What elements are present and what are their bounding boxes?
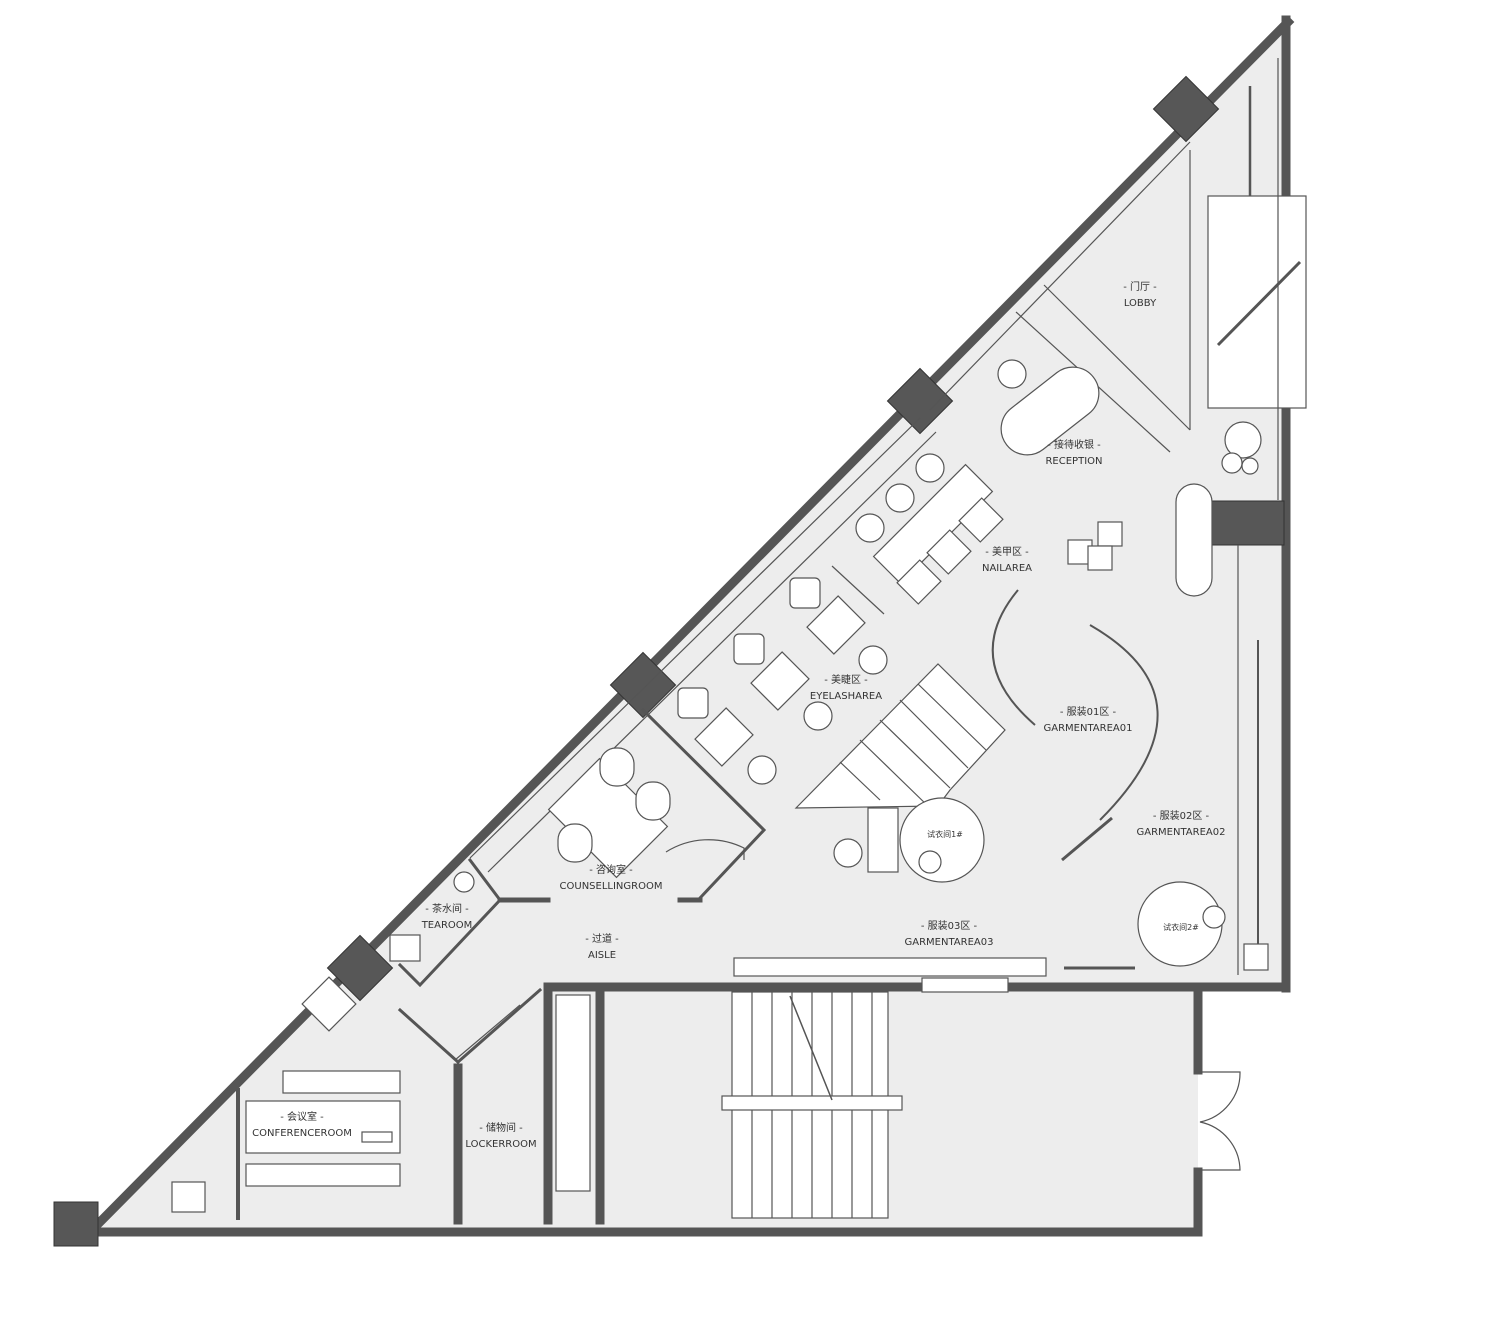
label-locker-cn: - 储物间 - [479,1121,523,1134]
stool [997,359,1027,389]
label-garment02-en: GARMENTAREA02 [1137,827,1226,838]
storage-rack [555,994,591,1192]
garment-rack-curved [991,589,1036,726]
fitting-rooms [833,797,1269,971]
label-garment01-cn: - 服装01区 - [1060,705,1117,718]
exterior-walls [89,15,1295,1237]
display-box [1087,545,1113,571]
stool [1202,905,1226,929]
stair-landing-rail [721,1095,903,1111]
storage-door[interactable] [454,1004,521,1061]
conference-cabinet [282,1070,401,1094]
nail-area [831,453,1004,615]
column [609,651,677,719]
column [326,934,394,1002]
label-fitting2: 试衣间2# [1163,922,1199,932]
garment-racks [991,545,1259,975]
nail-chair [926,529,972,575]
display-box [1097,521,1123,547]
storage-box [301,976,357,1032]
plant [1241,457,1259,475]
column [1152,75,1220,143]
stool [747,755,777,785]
label-counselling-en: COUNSELLINGROOM [560,881,663,892]
column [53,1201,99,1247]
eyelash-bed [806,595,866,655]
plant [1221,452,1243,474]
label-nail-cn: - 美甲区 - [985,545,1029,558]
label-fitting1: 试衣间1# [927,829,963,839]
stool [858,645,888,675]
label-aisle-en: AISLE [588,950,616,961]
stair-island [794,663,1006,809]
counter-ledge [733,957,1047,977]
eyelash-area [677,577,888,785]
staircase [721,957,1241,1219]
label-garment03-cn: - 服装03区 - [921,919,978,932]
plant [1224,421,1262,459]
reception-counter [1175,483,1213,597]
column [886,367,954,435]
eyelash-cabinet [733,633,765,665]
stool [918,850,942,874]
bench [867,807,899,873]
reception-area [997,359,1262,597]
conference-bench [245,1163,401,1187]
eyelash-cabinet [789,577,821,609]
label-conference-cn: - 会议室 - [280,1110,324,1123]
label-reception-cn: - 接待收银 - [1047,438,1101,451]
eyelash-bed [694,707,754,767]
lobby-area [1015,58,1307,500]
door-swing[interactable] [665,839,745,860]
double-door-swing[interactable] [1198,1071,1241,1171]
garment-rack-curved [1089,624,1159,821]
room-labels: - 门厅 - LOBBY - 接待收银 - RECEPTION - 美甲区 - … [252,280,1225,1150]
chair [635,781,671,821]
label-eyelash-en: EYELASHAREA [810,691,882,702]
aisle-walls [397,987,591,1192]
tearoom [389,857,502,988]
entrance-door-frame[interactable] [1207,195,1307,409]
label-counselling-cn: - 咨询室 - [589,863,633,876]
chair [557,823,593,863]
label-aisle-cn: - 过道 - [585,932,619,945]
chair [599,747,635,787]
eyelash-cabinet [677,687,709,719]
tea-counter [389,934,421,962]
label-tearoom-cn: - 茶水间 - [425,902,469,915]
columns [53,75,1285,1247]
label-nail-en: NAILAREA [982,563,1032,574]
garment-rack [1061,816,1113,862]
display-case [1243,943,1269,971]
storage-box [171,1181,206,1213]
reception-desk [1000,366,1100,456]
label-tearoom-en: TEAROOM [421,920,473,931]
stool [833,838,863,868]
label-garment03-en: GARMENTAREA03 [905,937,994,948]
label-lobby-en: LOBBY [1124,298,1157,309]
eyelash-bed [750,651,810,711]
nail-chair [896,559,942,605]
column [1205,500,1285,546]
label-locker-en: LOCKERROOM [465,1139,536,1150]
fitting-room-1[interactable] [899,797,985,883]
label-reception-en: RECEPTION [1045,456,1102,467]
sliding-door[interactable] [921,977,1009,993]
sink [453,871,475,893]
label-conference-en: CONFERENCEROOM [252,1128,352,1139]
label-lobby-cn: - 门厅 - [1123,280,1157,293]
conference-table [245,1100,401,1154]
counselling-room [497,707,767,903]
stool [803,701,833,731]
nail-chair [958,497,1004,543]
stool [855,513,885,543]
conference-room [171,976,401,1220]
stool [885,483,915,513]
label-eyelash-cn: - 美睫区 - [824,673,868,686]
label-garment01-en: GARMENTAREA01 [1044,723,1133,734]
label-garment02-cn: - 服装02区 - [1153,809,1210,822]
tv-screen [361,1131,393,1143]
stool [915,453,945,483]
